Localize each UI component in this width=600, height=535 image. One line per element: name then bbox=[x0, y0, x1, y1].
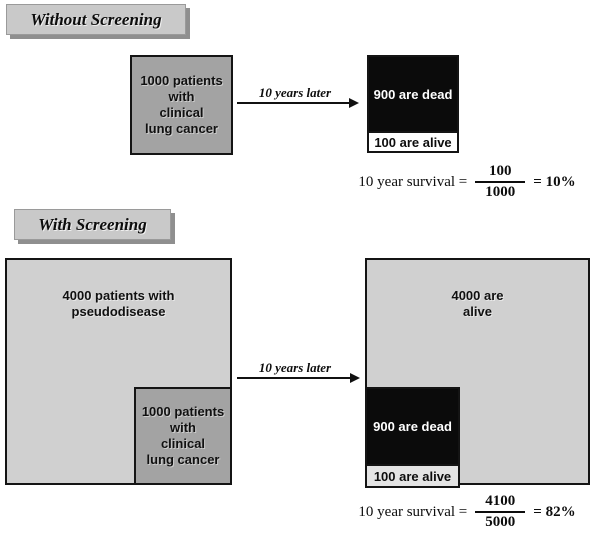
arrow-label-with: 10 years later bbox=[258, 360, 332, 375]
box-text-line: with bbox=[170, 420, 196, 435]
box-text-line: lung cancer bbox=[146, 452, 220, 467]
alive-strip-label: 100 are alive bbox=[367, 464, 458, 486]
arrow-head-icon bbox=[349, 98, 359, 108]
arrow-head-icon bbox=[350, 373, 360, 383]
fraction-denominator: 5000 bbox=[475, 511, 526, 531]
outcome-box-without: 900 are dead 100 are alive bbox=[367, 55, 459, 153]
without-screening-title-label: Without Screening bbox=[30, 9, 162, 29]
fraction-denominator: 1000 bbox=[475, 181, 526, 201]
without-screening-title: Without Screening bbox=[6, 4, 186, 35]
arrow-shaft-without bbox=[237, 102, 350, 104]
fraction-numerator: 4100 bbox=[485, 493, 516, 509]
dead-count-label: 900 are dead bbox=[373, 419, 452, 434]
formula-fraction: 4100 5000 bbox=[475, 493, 526, 531]
box-text-line: 4000 patients with bbox=[62, 288, 175, 303]
box-text-line: pseudodisease bbox=[71, 304, 166, 319]
with-screening-title: With Screening bbox=[14, 209, 171, 240]
box-text-line: with bbox=[168, 89, 195, 104]
survival-formula-with: 10 year survival = 4100 5000 = 82% bbox=[338, 488, 596, 535]
arrow-shaft-with bbox=[237, 377, 351, 379]
box-text-line: clinical bbox=[160, 436, 206, 451]
with-screening-title-label: With Screening bbox=[38, 214, 147, 234]
box-text-line: 1000 patients bbox=[140, 73, 223, 88]
clinical-cancer-box-without: 1000 patients with clinical lung cancer bbox=[130, 55, 233, 155]
box-text-line: alive bbox=[463, 304, 492, 319]
fraction-numerator: 100 bbox=[489, 163, 512, 179]
pseudodisease-label: 4000 patients with pseudodisease bbox=[7, 288, 230, 320]
box-text-line: lung cancer bbox=[145, 121, 218, 136]
clinical-cancer-box-with: 1000 patients with clinical lung cancer bbox=[134, 387, 232, 485]
alive-strip-label: 100 are alive bbox=[369, 131, 457, 151]
box-text-line: 4000 are bbox=[451, 288, 504, 303]
outcome-box-with: 900 are dead 100 are alive bbox=[365, 387, 460, 488]
box-text-line: 1000 patients bbox=[141, 404, 225, 419]
formula-fraction: 100 1000 bbox=[475, 163, 526, 201]
screened-population-box: 4000 patients with pseudodisease bbox=[5, 258, 232, 485]
arrow-label-without: 10 years later bbox=[258, 85, 332, 100]
formula-prefix: 10 year survival = bbox=[358, 503, 468, 520]
formula-result: = 82% bbox=[533, 503, 576, 520]
alive-population-label: 4000 are alive bbox=[367, 288, 588, 320]
box-text-line: clinical bbox=[159, 105, 204, 120]
formula-prefix: 10 year survival = bbox=[358, 173, 468, 190]
survival-formula-without: 10 year survival = 100 1000 = 10% bbox=[338, 158, 596, 206]
dead-count-label: 900 are dead bbox=[373, 86, 453, 102]
formula-result: = 10% bbox=[533, 173, 576, 190]
